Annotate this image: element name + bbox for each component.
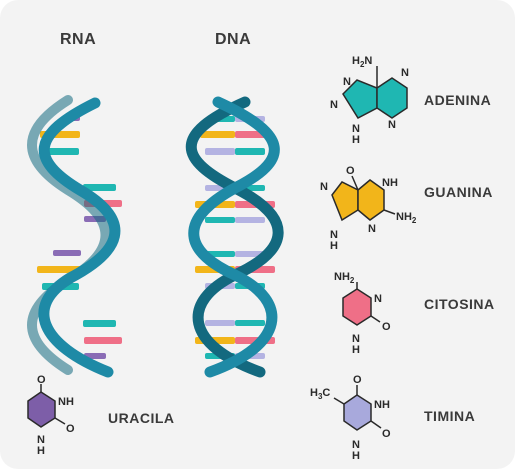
guanina-label: GUANINA bbox=[424, 184, 493, 200]
timina-label: TIMINA bbox=[424, 408, 476, 424]
timina-h3c: H3C bbox=[310, 387, 330, 401]
guanina-n1: N bbox=[320, 181, 328, 193]
guanina-nh2: NH2 bbox=[396, 211, 417, 225]
adenina-n2: N bbox=[401, 67, 409, 79]
timina-o2: O bbox=[382, 428, 391, 440]
adenina-n3: N bbox=[330, 99, 338, 111]
uracila-o: O bbox=[37, 374, 46, 386]
adenina-h2n: H2N bbox=[352, 55, 372, 69]
uracila-o2: O bbox=[66, 423, 75, 435]
citosina-label: CITOSINA bbox=[424, 296, 495, 312]
timina-nh: NH bbox=[374, 399, 390, 411]
dna-backbone-front bbox=[188, 96, 280, 378]
rna-title: RNA bbox=[60, 31, 97, 48]
adenina-n4: N bbox=[388, 119, 396, 131]
uracila-label: URACILA bbox=[108, 410, 175, 426]
guanina-n2: N bbox=[368, 223, 376, 235]
guanina-o: O bbox=[346, 165, 355, 177]
adenina-label: ADENINA bbox=[424, 92, 492, 108]
timina-o: O bbox=[353, 374, 362, 386]
citosina-nh2: NH2 bbox=[334, 271, 355, 285]
rna-backbone bbox=[38, 97, 121, 378]
dna-backbone-back bbox=[185, 96, 284, 378]
citosina-n: N bbox=[374, 293, 382, 305]
uracila-nh: NH bbox=[58, 396, 74, 408]
dna-title: DNA bbox=[215, 31, 252, 48]
citosina-o: O bbox=[382, 321, 391, 333]
adenina-n1: N bbox=[343, 76, 351, 88]
guanina-nh: NH bbox=[382, 177, 398, 189]
